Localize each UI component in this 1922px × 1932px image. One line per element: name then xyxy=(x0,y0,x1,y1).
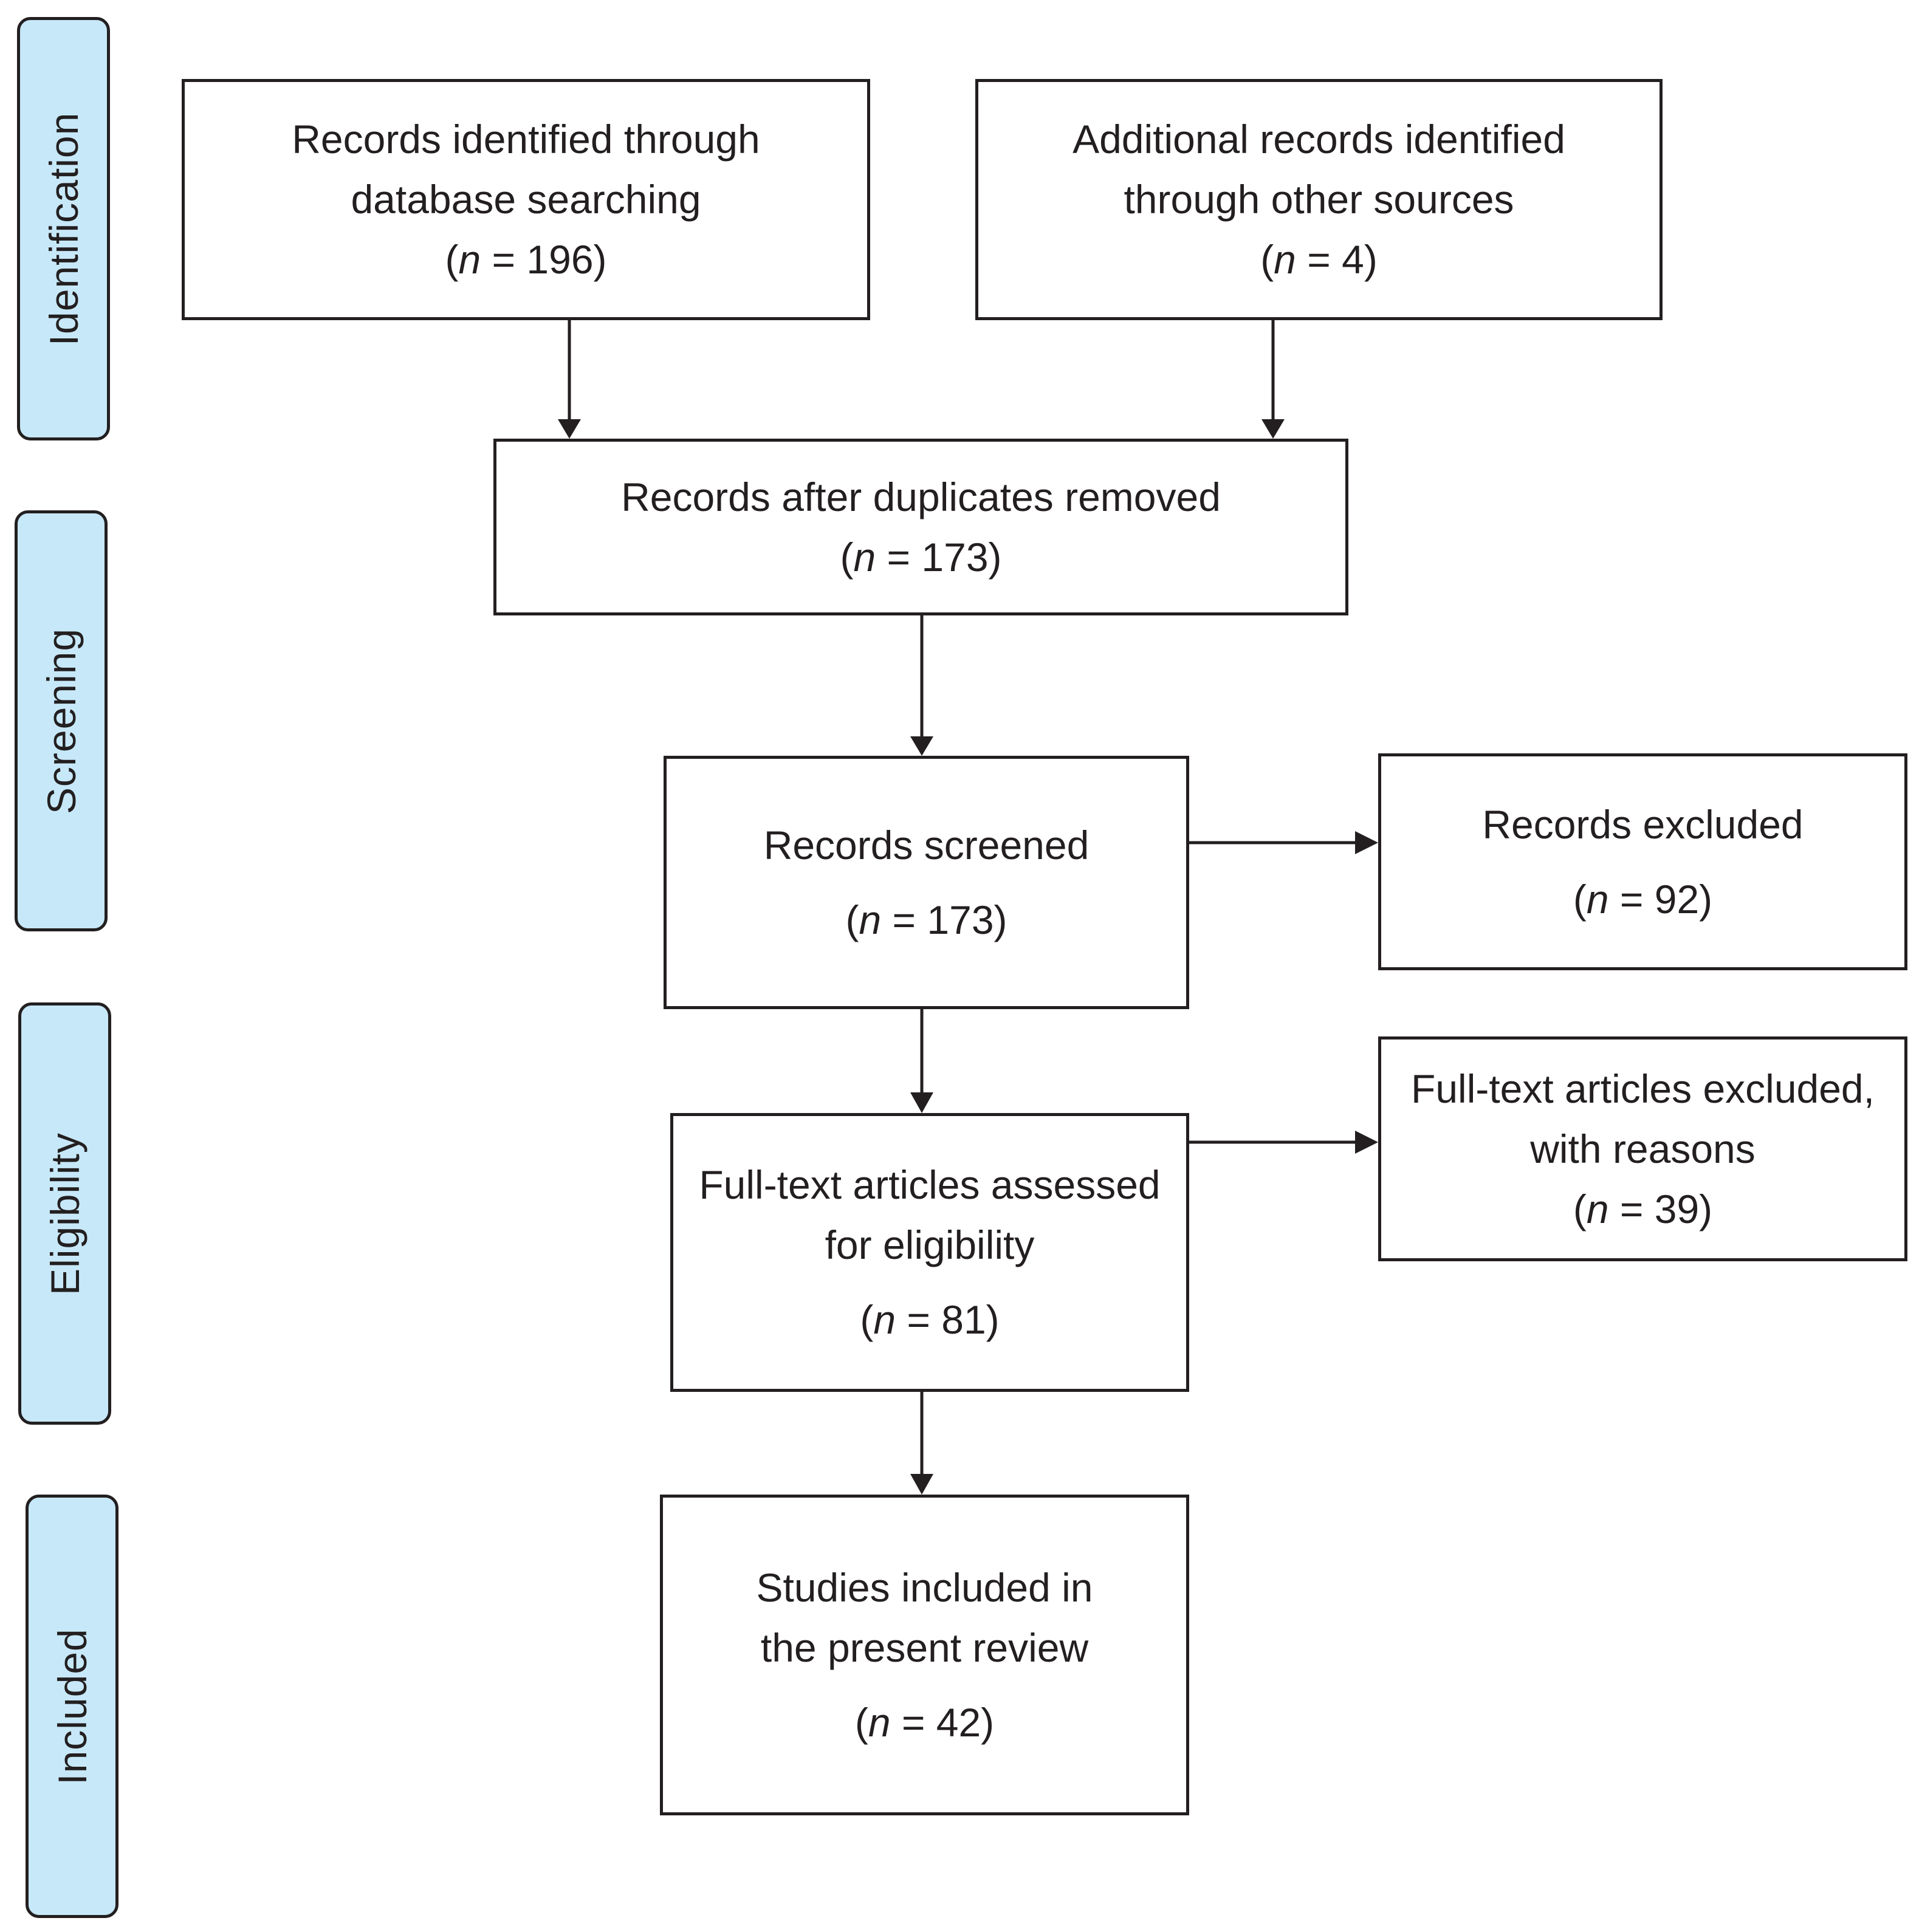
arrowhead-screened-to-fulltext xyxy=(910,1092,933,1113)
box-text-line: database searching xyxy=(351,177,701,222)
arrowhead-database-to-duplicates xyxy=(558,419,581,439)
box-text-line: Records identified through xyxy=(292,117,760,162)
stage-screening-label: Screening xyxy=(38,628,84,814)
arrowhead-duplicates-to-screened xyxy=(910,736,933,756)
box-text-line: Records after duplicates removed xyxy=(621,474,1221,519)
box-text-line: Records excluded xyxy=(1482,801,1804,847)
box-studies-included: Studies included in the present review (… xyxy=(660,1495,1189,1815)
box-other-sources: Additional records identified through ot… xyxy=(975,79,1663,320)
stage-identification: Identification xyxy=(17,17,110,440)
stage-included: Included xyxy=(26,1495,118,1918)
arrowhead-other-to-duplicates xyxy=(1261,419,1285,439)
box-text-line: with reasons xyxy=(1530,1126,1756,1171)
arrowhead-fulltext-to-included xyxy=(910,1474,933,1495)
record-count: (n = 173) xyxy=(845,897,1007,942)
stage-identification-label: Identification xyxy=(41,112,86,346)
box-fulltext-excluded: Full-text articles excluded, with reason… xyxy=(1378,1036,1907,1261)
record-count: (n = 81) xyxy=(860,1297,1000,1342)
box-text-line: Full-text articles excluded, xyxy=(1411,1066,1875,1111)
stage-included-label: Included xyxy=(49,1628,95,1785)
box-text-line: for eligibility xyxy=(825,1222,1035,1267)
box-text-line: Additional records identified xyxy=(1073,117,1565,162)
box-text-line: Studies included in xyxy=(756,1564,1093,1610)
box-database-search: Records identified through database sear… xyxy=(182,79,870,320)
arrowhead-screened-to-excluded xyxy=(1355,831,1378,854)
box-text-line: the present review xyxy=(760,1625,1089,1670)
box-text-line: Full-text articles assessed xyxy=(699,1162,1161,1207)
arrowhead-fulltext-to-fulltext-excluded xyxy=(1355,1131,1378,1154)
record-count: (n = 196) xyxy=(445,237,607,282)
record-count: (n = 173) xyxy=(840,534,1002,580)
record-count: (n = 4) xyxy=(1260,237,1378,282)
stage-screening: Screening xyxy=(15,510,108,931)
record-count: (n = 42) xyxy=(854,1699,995,1745)
record-count: (n = 39) xyxy=(1573,1186,1713,1231)
box-duplicates-removed: Records after duplicates removed (n = 17… xyxy=(493,439,1348,615)
box-text-line: Records screened xyxy=(763,822,1090,868)
stage-eligibility-label: Eligibility xyxy=(42,1132,88,1295)
box-fulltext-assessed: Full-text articles assessed for eligibil… xyxy=(670,1113,1189,1392)
box-records-screened: Records screened (n = 173) xyxy=(664,756,1189,1009)
box-text-line: through other sources xyxy=(1124,177,1514,222)
stage-eligibility: Eligibility xyxy=(18,1002,111,1425)
record-count: (n = 92) xyxy=(1573,876,1713,922)
box-records-excluded: Records excluded (n = 92) xyxy=(1378,753,1907,970)
